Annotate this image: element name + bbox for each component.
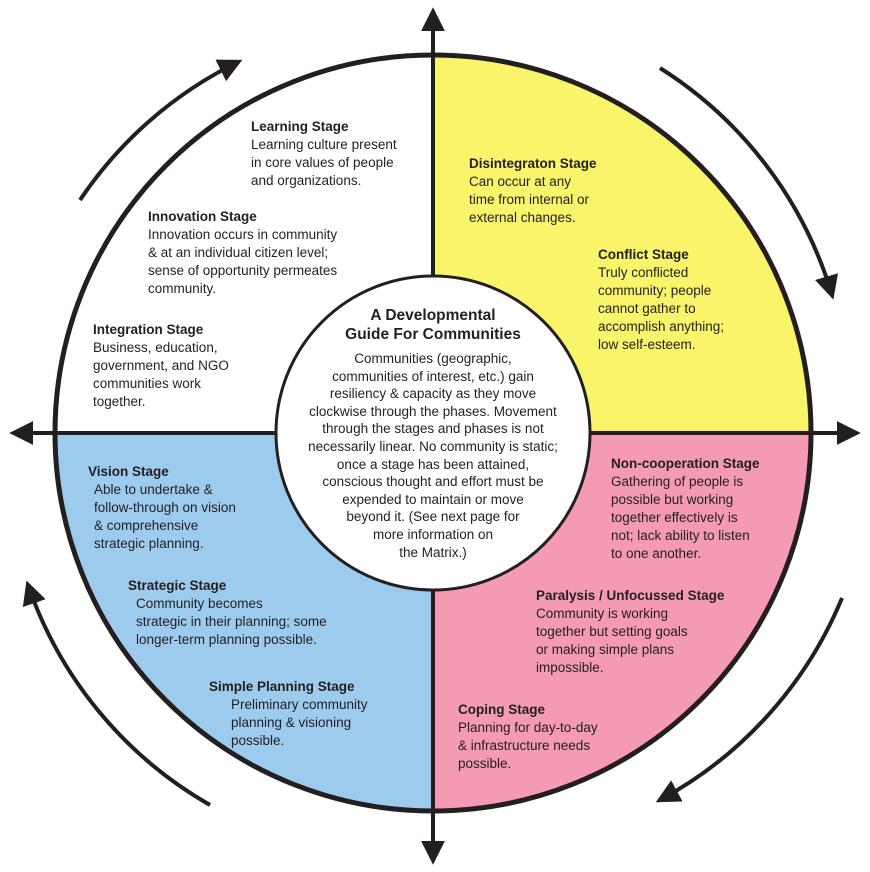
clockwise-arrow-top-right <box>658 66 839 300</box>
stage-title: Paralysis / Unfocussed Stage <box>536 588 725 603</box>
stage-learning: Learning Stage Learning culture present … <box>251 118 397 190</box>
stage-title: Coping Stage <box>458 702 545 717</box>
stage-description: Business, education, government, and NGO… <box>93 340 229 409</box>
stage-disintegration: Disintegraton Stage Can occur at any tim… <box>469 155 597 227</box>
center-guide-text: A Developmental Guide For Communities Co… <box>282 306 584 561</box>
center-circle <box>274 274 592 592</box>
stage-non-cooperation: Non-cooperation Stage Gathering of peopl… <box>611 455 760 563</box>
stage-title: Innovation Stage <box>148 209 257 224</box>
stage-title: Non-cooperation Stage <box>611 456 760 471</box>
stage-strategic: Strategic Stage Community becomes strate… <box>128 577 327 649</box>
stage-description: Able to undertake & follow-through on vi… <box>94 482 236 551</box>
stage-coping: Coping Stage Planning for day-to-day & i… <box>458 701 598 773</box>
clockwise-arrow-bottom-right <box>655 597 844 803</box>
stage-title: Simple Planning Stage <box>209 679 355 694</box>
stage-vision: Vision Stage Able to undertake & follow-… <box>88 463 236 553</box>
stage-title: Disintegraton Stage <box>469 156 597 171</box>
stage-description: Truly conflicted community; people canno… <box>598 265 725 352</box>
stage-innovation: Innovation Stage Innovation occurs in co… <box>148 208 337 298</box>
stage-conflict: Conflict Stage Truly conflicted communit… <box>598 246 724 354</box>
stage-description: Community is working together but settin… <box>536 606 688 675</box>
stage-description: Preliminary community planning & visioni… <box>231 697 368 748</box>
stage-description: Planning for day-to-day & infrastructure… <box>458 720 598 771</box>
clockwise-arrow-top-left <box>78 59 243 202</box>
stage-description: Community becomes strategic in their pla… <box>136 596 327 647</box>
stage-description: Gathering of people is possible but work… <box>611 474 750 561</box>
stage-title: Conflict Stage <box>598 247 689 262</box>
stage-title: Integration Stage <box>93 322 204 337</box>
center-title: A Developmental Guide For Communities <box>345 307 521 343</box>
stage-title: Vision Stage <box>88 464 169 479</box>
center-body: Communities (geographic, communities of … <box>308 351 558 560</box>
stage-title: Learning Stage <box>251 119 349 134</box>
clockwise-arrow-bottom-left <box>22 580 211 807</box>
stage-integration: Integration Stage Business, education, g… <box>93 321 229 411</box>
stage-title: Strategic Stage <box>128 578 227 593</box>
stage-description: Can occur at any time from internal or e… <box>469 174 590 225</box>
stage-description: Learning culture present in core values … <box>251 137 397 188</box>
stage-simple-planning: Simple Planning Stage Preliminary commun… <box>209 678 368 750</box>
stage-paralysis: Paralysis / Unfocussed Stage Community i… <box>536 587 724 677</box>
stage-description: Innovation occurs in community & at an i… <box>148 227 338 296</box>
